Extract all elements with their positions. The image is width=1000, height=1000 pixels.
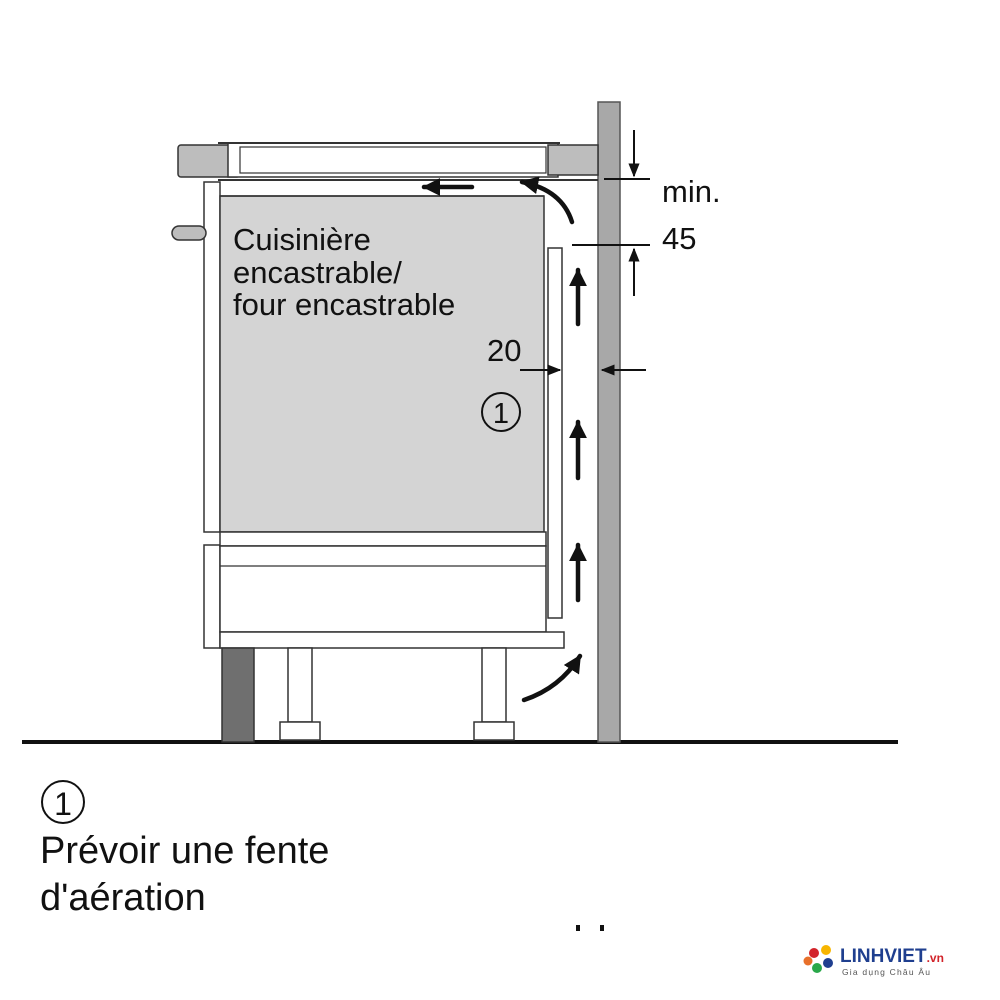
svg-text:1: 1: [54, 786, 72, 822]
base-board: [219, 631, 565, 649]
oven-handle: [171, 225, 207, 241]
flower-icon: [803, 945, 833, 973]
svg-text:LINHVIET.vn: LINHVIET.vn: [840, 946, 944, 967]
plinth: [221, 647, 255, 743]
airflow-arrow-top-curve: [519, 176, 575, 225]
appliance-label-line1: Cuisinière: [233, 222, 371, 257]
slot-marker: 1: [481, 392, 521, 432]
cabinet-foot-right: [473, 647, 515, 741]
logo-suffix: .vn: [927, 951, 944, 965]
logo-tagline: Gia dụng Châu Âu: [842, 967, 931, 977]
oven-body: [219, 195, 545, 533]
brand-logo: LINHVIET.vn Gia dụng Châu Âu: [803, 945, 944, 977]
legend-line1: Prévoir une fente: [40, 830, 329, 872]
airflow-arrow-bottom: [521, 653, 583, 703]
cabinet-foot-left: [279, 647, 321, 741]
clearance-dimension: [572, 130, 650, 296]
appliance-label-line2: encastrable/: [233, 255, 402, 290]
cooktop: [177, 142, 599, 178]
lower-shelf: [219, 531, 547, 547]
logo-name: LINHVIET: [840, 946, 927, 967]
cabinet-front-lower: [203, 544, 221, 649]
svg-text:1: 1: [493, 398, 509, 430]
airflow-arrows: [421, 176, 587, 703]
appliance-label-line3: four encastrable: [233, 287, 455, 322]
legend-line2: d'aération: [40, 877, 206, 919]
clearance-label-min: min.: [662, 174, 721, 209]
legend-marker: 1: [41, 780, 85, 824]
rear-panel: [547, 247, 563, 619]
drawer: [219, 545, 547, 633]
clearance-label-value: 45: [662, 221, 696, 256]
cropped-text-fragment: [576, 925, 604, 931]
gap-dimension-label: 20: [487, 333, 521, 368]
side-wall: [597, 101, 621, 743]
